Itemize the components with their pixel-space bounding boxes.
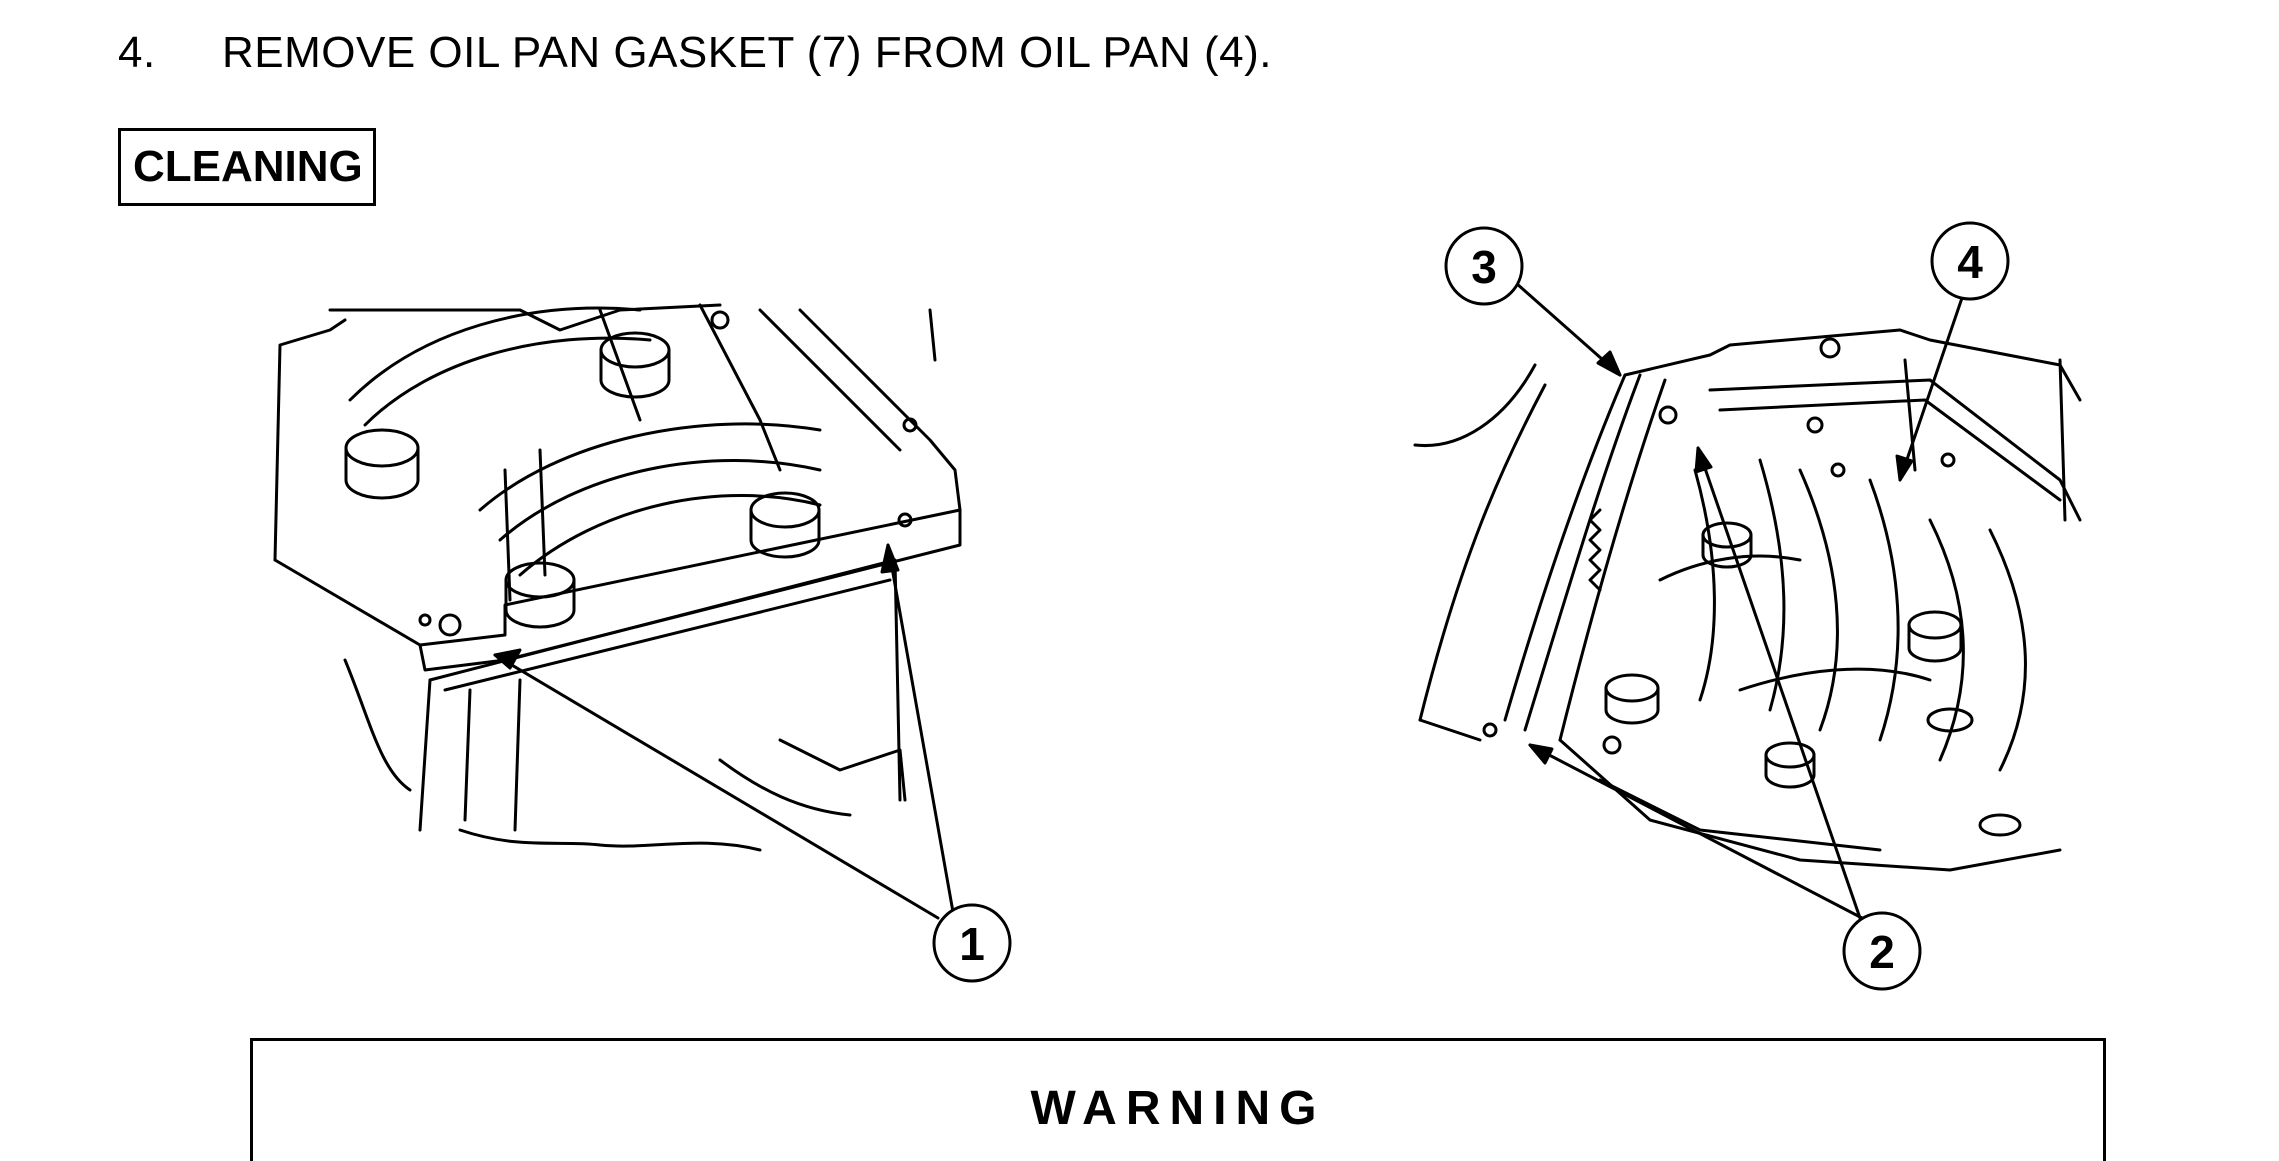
callout-2 bbox=[1842, 911, 1922, 991]
callout-3 bbox=[1444, 226, 1524, 306]
engine-illustrations: 1 2 3 4 bbox=[273, 221, 2082, 991]
step-text: REMOVE OIL PAN GASKET (7) FROM OIL PAN (… bbox=[222, 28, 1272, 77]
right-illustration-crankcase bbox=[1413, 274, 2082, 920]
procedure-step: 4. REMOVE OIL PAN GASKET (7) FROM OIL PAN… bbox=[118, 28, 1272, 78]
callout-4-label: 4 bbox=[1957, 236, 1983, 288]
step-number: 4. bbox=[118, 28, 156, 77]
callout-1 bbox=[932, 903, 1012, 983]
callout-1-label: 1 bbox=[959, 918, 985, 970]
callout-3-label: 3 bbox=[1471, 241, 1497, 293]
callout-2-label: 2 bbox=[1869, 926, 1895, 978]
bolt-heads bbox=[344, 331, 821, 629]
section-heading-cleaning: CLEANING bbox=[118, 128, 376, 206]
warning-box: WARNING bbox=[250, 1038, 2106, 1161]
bolt-heads-right bbox=[1604, 521, 2022, 837]
warning-title: WARNING bbox=[1030, 1082, 1326, 1135]
left-illustration-oil-pan bbox=[273, 303, 962, 920]
callout-4 bbox=[1930, 221, 2010, 301]
